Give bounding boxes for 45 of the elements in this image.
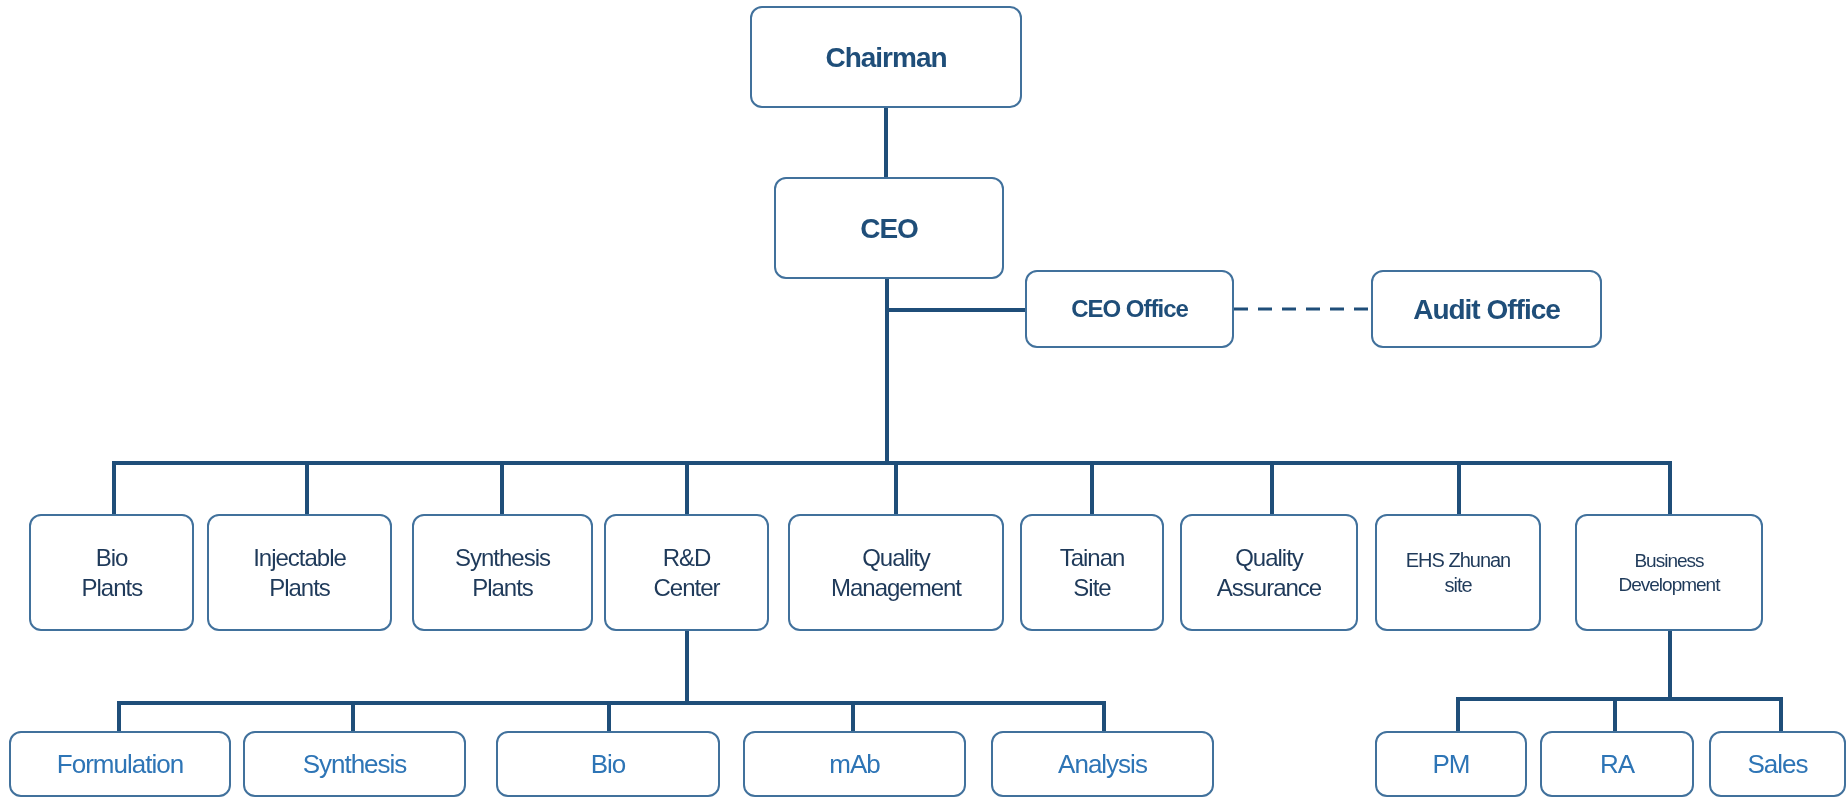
box-label: EHS Zhunan site (1404, 547, 1512, 598)
org-box (604, 514, 769, 631)
org-box (29, 514, 194, 631)
org-box (243, 731, 466, 797)
org-box (1540, 731, 1694, 797)
box-label: Sales (1747, 747, 1808, 781)
org-box (1575, 514, 1763, 631)
connector-line (685, 631, 1106, 731)
box-label: RA (1599, 747, 1635, 781)
org-box (1025, 270, 1234, 348)
org-box (743, 731, 966, 797)
org-box (9, 731, 231, 797)
org-box (207, 514, 392, 631)
org-box (1180, 514, 1358, 631)
box-label: CEO Office (1071, 294, 1188, 324)
box-label: Synthesis Plants (453, 542, 552, 603)
org-box (1020, 514, 1164, 631)
box-label: Audit Office (1413, 292, 1560, 327)
org-box (991, 731, 1214, 797)
org-box (496, 731, 720, 797)
box-label: Business Development (1617, 548, 1721, 597)
connector-line (884, 108, 888, 177)
org-box (1375, 514, 1541, 631)
org-box (774, 177, 1004, 279)
org-box (750, 6, 1022, 108)
box-label: Chairman (825, 40, 947, 75)
box-label: CEO (860, 211, 918, 246)
org-box (1375, 731, 1527, 797)
box-label: mAb (829, 747, 880, 781)
box-label: Tainan Site (1058, 542, 1126, 603)
org-box (1709, 731, 1846, 797)
box-label: Synthesis (302, 747, 407, 781)
org-box (1371, 270, 1602, 348)
org-box (788, 514, 1004, 631)
box-label: Injectable Plants (252, 542, 347, 603)
dashed-connector (1234, 307, 1371, 311)
box-label: Bio (590, 747, 626, 781)
org-box (412, 514, 593, 631)
box-label: PM (1432, 747, 1470, 781)
box-label: Analysis (1058, 747, 1147, 781)
box-label: Quality Management (829, 542, 963, 603)
box-label: R&D Center (652, 542, 721, 603)
box-label: Formulation (56, 747, 184, 781)
box-label: Quality Assurance (1215, 542, 1323, 603)
box-label: Bio Plants (81, 542, 142, 603)
